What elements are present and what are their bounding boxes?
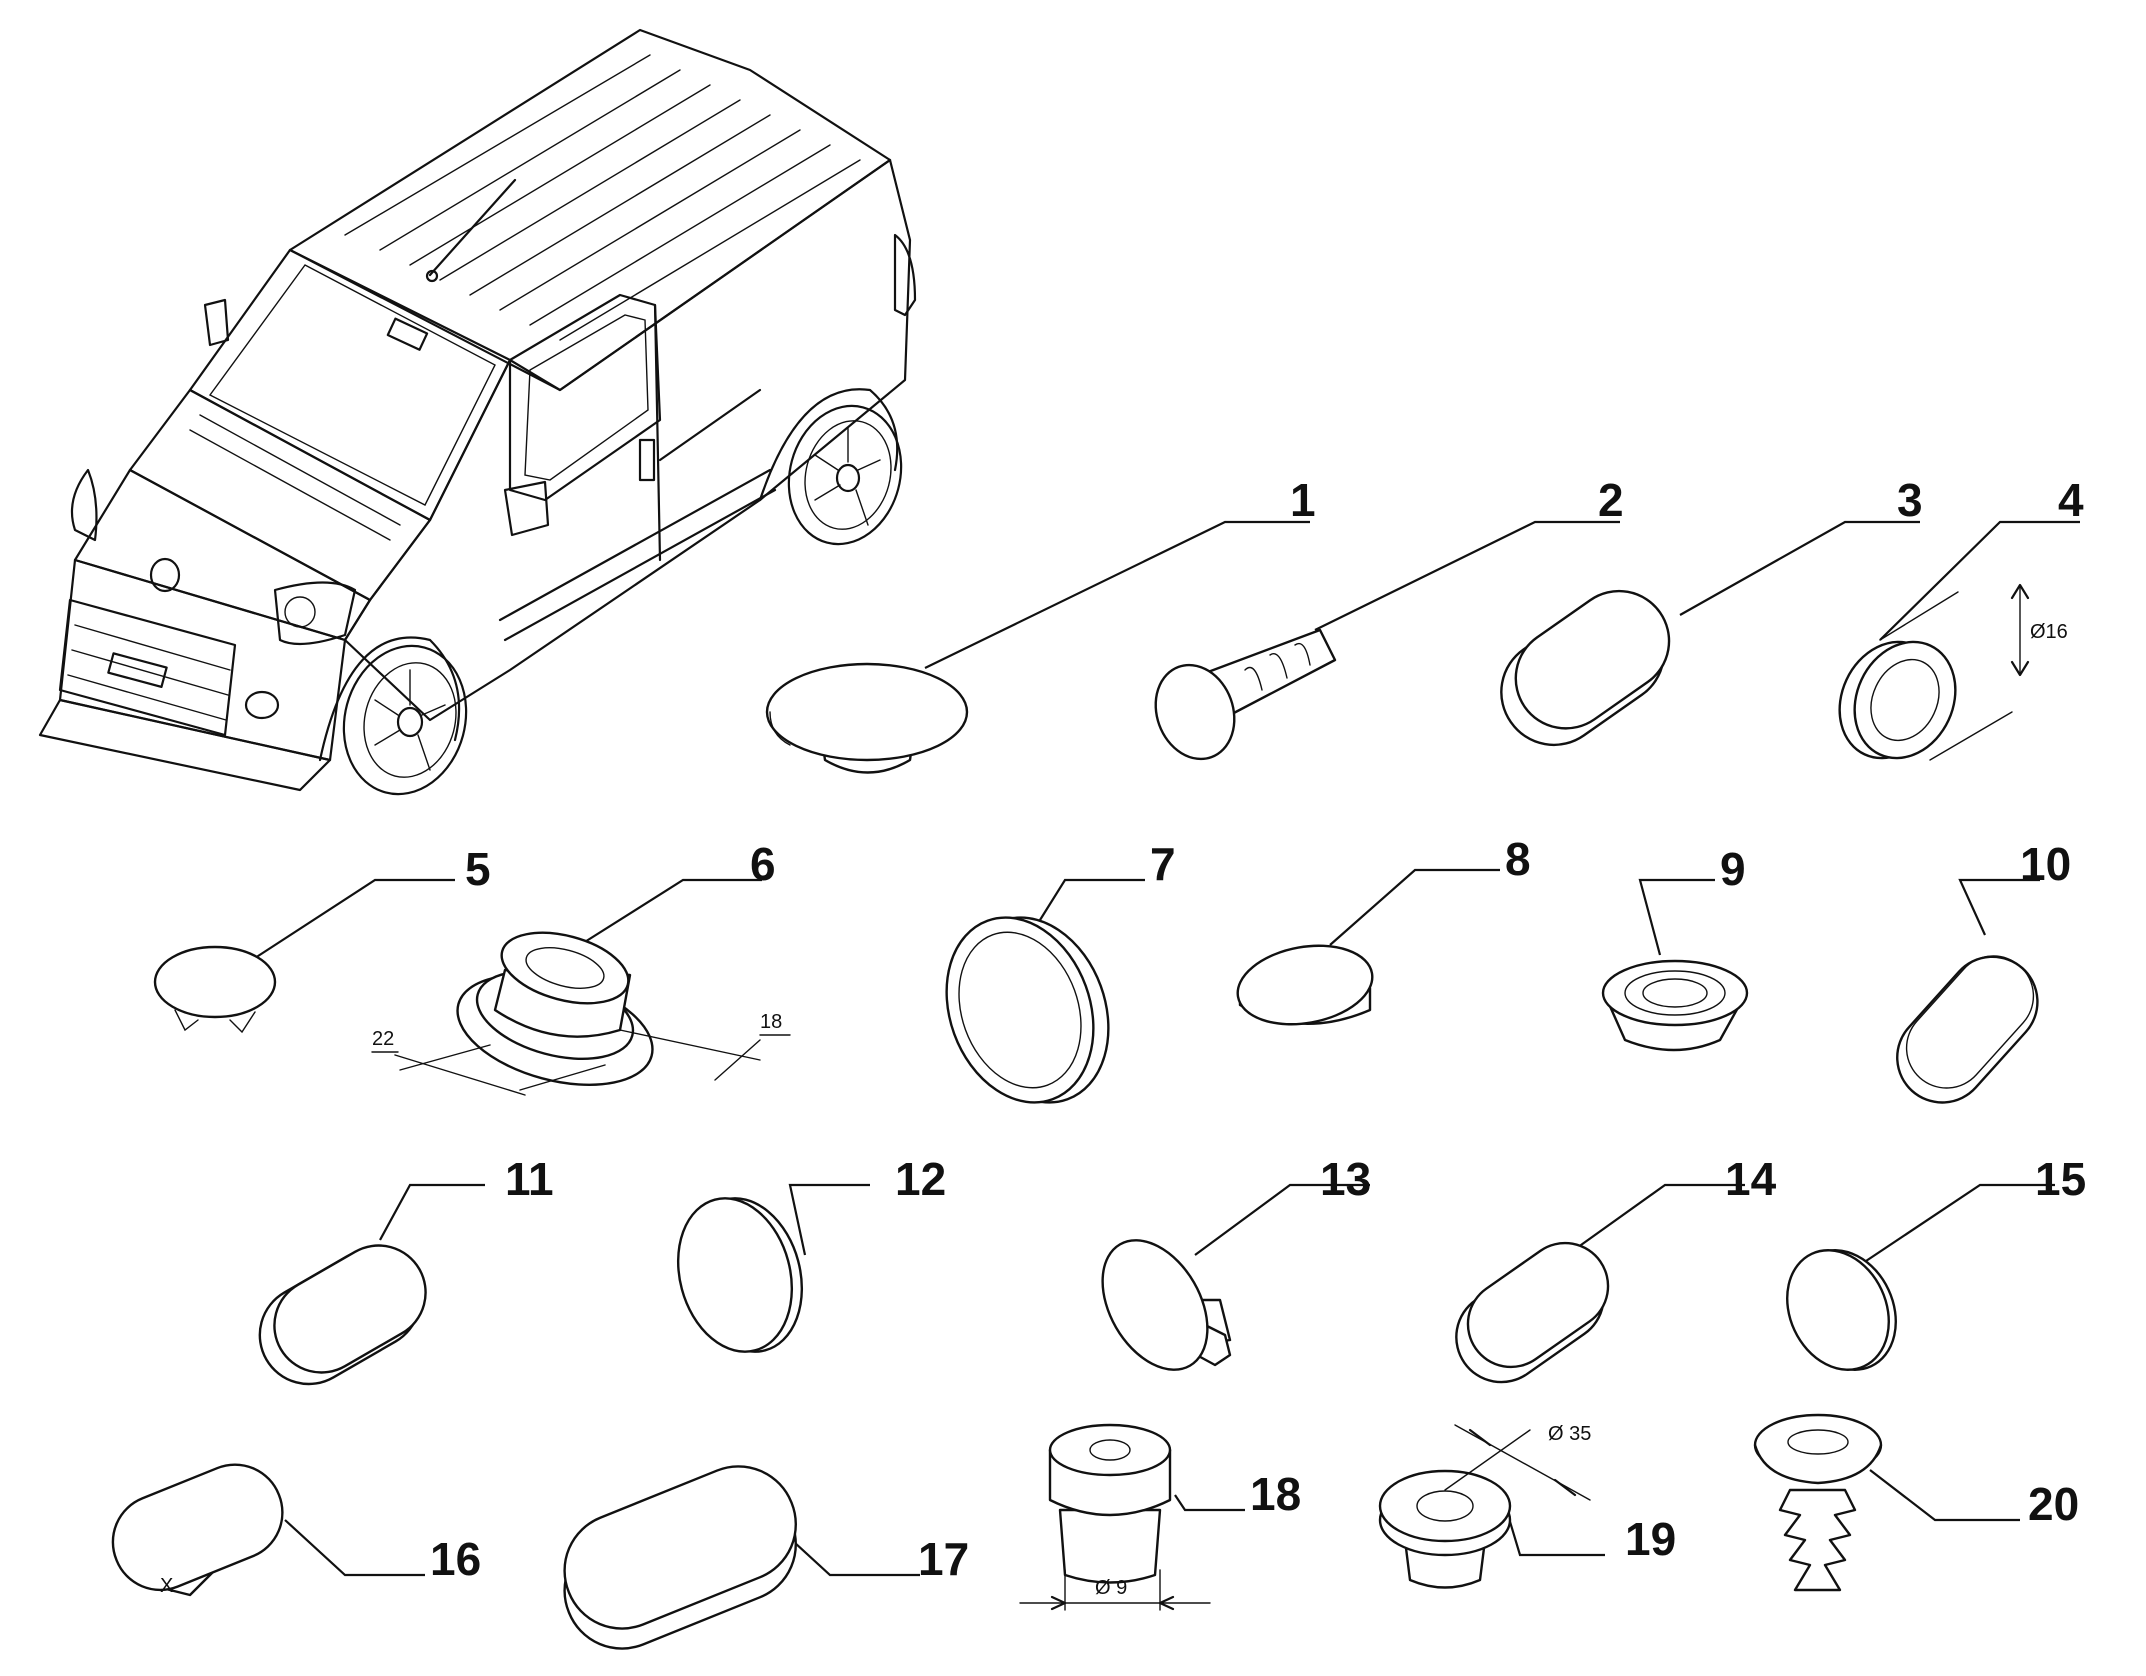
callout-6: 6 [750,838,776,890]
part-14-oval-plug [1455,1241,1610,1384]
callout-12: 12 [895,1153,946,1205]
callout-15: 15 [2035,1153,2086,1205]
part-7-large-round-plug [945,916,1110,1104]
callout-1: 1 [1290,474,1316,526]
callout-13: 13 [1320,1153,1371,1205]
callout-16: 16 [430,1533,481,1585]
callout-numbers: 1 2 3 4 5 6 7 8 9 10 11 12 13 14 15 16 1… [430,474,2086,1585]
callout-2: 2 [1598,474,1624,526]
part-16-small-oval-plug [111,1463,284,1597]
part-17-large-oval-plug [563,1465,797,1650]
part-18-stepped-bush [1019,1423,1211,1611]
part-2-push-pin [1154,628,1337,761]
part-5-clip-cap [153,945,277,1034]
callout-5: 5 [465,843,491,895]
part-10-oval-flat-plug [1896,955,2039,1104]
callout-3: 3 [1897,474,1923,526]
part-4-ring-grommet [1838,583,2030,761]
callout-8: 8 [1505,833,1531,885]
callout-17: 17 [918,1533,969,1585]
van-illustration-icon [38,28,917,796]
dimension-labels: Ø16 22 18 X Ø 9 Ø 35 [160,621,2068,1599]
part-6-stepped-oval-grommet [371,931,791,1096]
callout-19: 19 [1625,1513,1676,1565]
part-12-round-plug [676,1197,804,1353]
part-11-oval-plug [258,1244,427,1386]
part-8-flat-disc-plug [1236,944,1374,1026]
callout-4: 4 [2058,474,2084,526]
part-15-round-plug [1786,1249,1897,1371]
part-19-flanged-bush [1378,1424,1591,1589]
callout-11: 11 [505,1153,554,1205]
callout-7: 7 [1150,838,1176,890]
part-9-cup-plug [1601,959,1749,1052]
callout-18: 18 [1250,1468,1301,1520]
mark-part16: X [160,1575,173,1597]
part-3-oval-plug [1500,589,1671,747]
part-13-push-rivet [1101,1239,1232,1371]
dim-part4-diameter: Ø16 [2030,621,2068,643]
leader-lines [254,520,2080,1577]
dim-part18-diameter: Ø 9 [1095,1577,1127,1599]
dim-part19-diameter: Ø 35 [1548,1423,1591,1445]
part-20-tree-clip [1753,1413,1883,1592]
dim-part6-width: 18 [760,1011,782,1033]
callout-10: 10 [2020,838,2071,890]
callout-9: 9 [1720,843,1746,895]
part-1-round-cap-plug [765,662,969,774]
callout-14: 14 [1725,1153,1777,1205]
dim-part6-length: 22 [372,1028,394,1050]
callout-20: 20 [2028,1478,2079,1530]
